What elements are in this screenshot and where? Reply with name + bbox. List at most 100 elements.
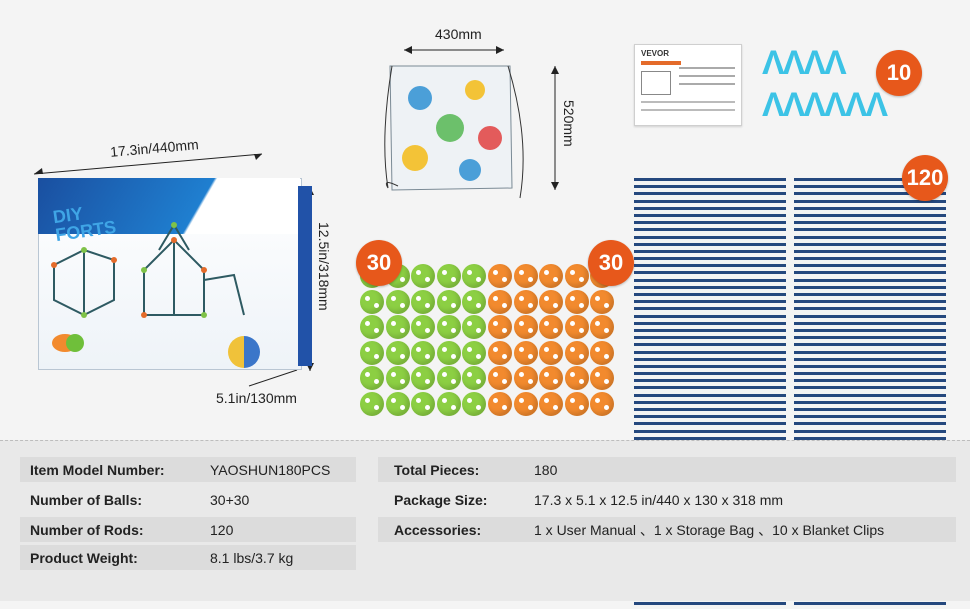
rod [634, 379, 786, 383]
bag-height-arrow [551, 66, 559, 190]
bag-width-arrow [404, 46, 504, 54]
rod [634, 300, 786, 304]
rod [634, 372, 786, 376]
green-ball [462, 340, 487, 365]
orange-ball [564, 264, 589, 288]
orange-ball [564, 315, 589, 340]
rod [634, 307, 786, 311]
rod [794, 336, 946, 340]
rod [794, 321, 946, 325]
rod [634, 221, 786, 225]
orange-ball [564, 289, 589, 314]
box-width-label: 5.1in/130mm [216, 390, 297, 406]
rod [794, 357, 946, 361]
box-badge-icon [228, 336, 260, 368]
orange-ball [488, 264, 512, 288]
rod [794, 199, 946, 203]
rod [634, 242, 786, 246]
rod [794, 328, 946, 332]
rod [794, 343, 946, 347]
green-ball [360, 392, 384, 416]
rod [794, 422, 946, 426]
box-width-arrow [248, 369, 298, 387]
orange-balls-count-badge: 30 [588, 240, 634, 286]
clips-count-badge: 10 [876, 50, 922, 96]
rod [634, 336, 786, 340]
green-ball [360, 340, 384, 365]
orange-ball [539, 392, 564, 416]
rod [794, 400, 946, 404]
spec-row-package-size: Package Size: 17.3 x 5.1 x 12.5 in/440 x… [394, 491, 784, 508]
orange-ball [590, 315, 615, 340]
orange-ball [539, 315, 564, 340]
rod [794, 228, 946, 232]
rod [794, 206, 946, 210]
bag-height-label: 520mm [561, 100, 577, 147]
green-ball [411, 366, 436, 391]
green-ball [411, 340, 436, 365]
rod [794, 221, 946, 225]
orange-ball [488, 340, 512, 365]
rods-count-badge: 120 [902, 155, 948, 201]
rod [634, 293, 786, 296]
green-ball [462, 264, 487, 288]
orange-ball [564, 340, 589, 365]
rod [634, 278, 786, 282]
rod [634, 357, 786, 361]
orange-ball [539, 366, 564, 391]
rod [794, 408, 946, 411]
blanket-clips-row1-icon: ΛΛΛΛ [762, 44, 847, 82]
green-ball [385, 340, 410, 365]
rod [794, 429, 946, 433]
orange-ball [488, 366, 512, 391]
green-ball [436, 392, 461, 416]
rod [794, 235, 946, 239]
rod [634, 364, 786, 368]
rod [634, 178, 786, 181]
fort-illustration [51, 222, 245, 318]
orange-ball [590, 366, 615, 391]
box-height-label: 12.5in/318mm [316, 222, 332, 311]
rod [634, 393, 786, 397]
rod [794, 602, 946, 606]
rod [634, 350, 786, 354]
orange-ball [564, 392, 589, 416]
green-ball [385, 366, 410, 391]
rod [794, 314, 946, 318]
rod [794, 192, 946, 196]
orange-ball [513, 340, 538, 365]
rod [794, 242, 946, 246]
orange-ball [590, 392, 615, 416]
green-ball [385, 392, 410, 416]
rod [634, 249, 786, 253]
blanket-clips-row2-icon: ΛΛΛΛΛΛ [762, 86, 888, 124]
storage-bag [384, 65, 524, 199]
rod [794, 285, 946, 289]
orange-ball [590, 289, 615, 314]
green-ball [411, 289, 436, 314]
spec-row-balls: Number of Balls: 30+30 [30, 491, 250, 508]
rod [794, 415, 946, 419]
rod [634, 285, 786, 289]
green-ball [385, 289, 410, 314]
orange-ball [539, 264, 564, 288]
rod [794, 393, 946, 397]
green-ball [360, 289, 384, 314]
orange-ball [564, 366, 589, 391]
rod [634, 400, 786, 404]
rod [794, 257, 946, 261]
box-length-arrow [33, 153, 263, 175]
rod [794, 293, 946, 296]
orange-ball [513, 289, 538, 314]
green-ball [436, 289, 461, 314]
green-ball [462, 392, 487, 416]
rod [794, 271, 946, 275]
rod [634, 436, 786, 440]
orange-ball [488, 289, 512, 314]
green-ball [411, 315, 436, 340]
rod [634, 235, 786, 239]
green-ball [411, 392, 436, 416]
rod [634, 213, 786, 217]
green-ball [436, 264, 461, 288]
rod [794, 278, 946, 282]
